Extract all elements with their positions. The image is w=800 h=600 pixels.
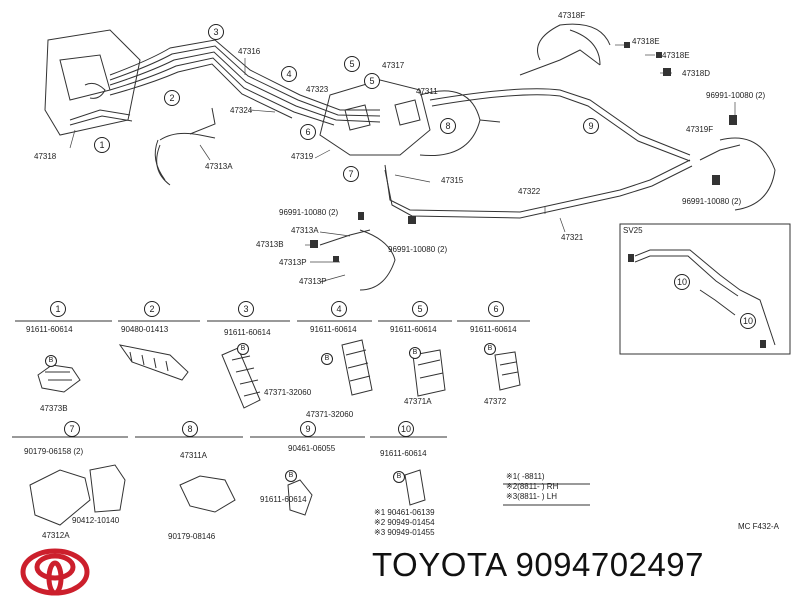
legend-line-3: ※3(8811- ) LH [506,492,558,501]
label-47317: 47317 [382,61,405,70]
part-47312A: 47312A [42,531,70,540]
part-47371-32060-b: 47371-32060 [306,410,354,419]
part-number-6: 91611-60614 [470,325,517,334]
note-3: ※3 90949-01455 [374,528,435,537]
diagram-code: MC F432-A [738,522,779,531]
b-mark-3: B [237,343,249,355]
part-number-3: 91611-60614 [224,328,271,337]
label-47322: 47322 [518,187,541,196]
part-number-2: 90480-01413 [121,325,169,334]
label-96991-center-top: 96991-10080 (2) [279,208,339,217]
label-47321: 47321 [561,233,584,242]
toyota-logo [20,548,90,596]
b-mark-6: B [484,343,496,355]
table-header-8: 8 [182,421,198,437]
label-47313P-a: 47313P [279,258,307,267]
table-header-7: 7 [64,421,80,437]
table-header-5: 5 [412,301,428,317]
b-mark-1: B [45,355,57,367]
label-47319: 47319 [291,152,314,161]
callout-7: 7 [343,166,359,182]
part-47373B: 47373B [40,404,68,413]
part-90179-08146: 90179-08146 [168,532,216,541]
label-47311: 47311 [416,87,438,96]
callout-5-b: 5 [364,73,380,89]
label-47318E-b: 47318E [662,51,690,60]
callout-8: 8 [440,118,456,134]
part-number-1: 91611-60614 [26,325,73,334]
callout-4: 4 [281,66,297,82]
part-91611-60614-row2: 91611-60614 [380,449,427,458]
callout-2: 2 [164,90,180,106]
inset-title: SV25 [623,226,643,235]
part-47372: 47372 [484,397,507,406]
callout-5-a: 5 [344,56,360,72]
b-mark-4: B [321,353,333,365]
inset-callout-10-b: 10 [740,313,756,329]
callout-3: 3 [208,24,224,40]
table-header-10: 10 [398,421,414,437]
note-2: ※2 90949-01454 [374,518,435,527]
note-1: ※1 90461-06139 [374,508,435,517]
b-mark-9: B [285,470,297,482]
label-47318F: 47318F [558,11,586,20]
callout-9: 9 [583,118,599,134]
part-number-5: 91611-60614 [390,325,437,334]
label-47315: 47315 [441,176,464,185]
label-47318D: 47318D [682,69,711,78]
label-47319F: 47319F [686,125,714,134]
table-header-1: 1 [50,301,66,317]
label-47313A-top: 47313A [205,162,233,171]
callout-6: 6 [300,124,316,140]
table-header-9: 9 [300,421,316,437]
legend-line-1: ※1( -8811) [506,472,545,481]
part-90461-06055: 90461-06055 [288,444,336,453]
table-header-6: 6 [488,301,504,317]
label-47324: 47324 [230,106,253,115]
label-47318: 47318 [34,152,57,161]
callout-1: 1 [94,137,110,153]
label-47316: 47316 [238,47,261,56]
part-47311A: 47311A [180,451,207,460]
brand-part-number: TOYOTA 9094702497 [372,546,705,583]
part-number-4: 91611-60614 [310,325,357,334]
part-47371A: 47371A [404,397,432,406]
part-47371-32060-a: 47371-32060 [264,388,312,397]
part-90179-06158: 90179-06158 (2) [24,447,84,456]
table-header-2: 2 [144,301,160,317]
b-mark-5: B [409,347,421,359]
label-96991-right-bottom: 96991-10080 (2) [682,197,742,206]
part-91611-60614-item9: 91611-60614 [260,495,307,504]
label-96991-center-bottom: 96991-10080 (2) [388,245,448,254]
label-47323: 47323 [306,85,329,94]
master-cylinder-outline [44,29,141,136]
part-90412-10140: 90412-10140 [72,516,120,525]
b-mark-10: B [393,471,405,483]
label-96991-right-top: 96991-10080 (2) [706,91,766,100]
label-47313B: 47313B [256,240,284,249]
label-47318E-a: 47318E [632,37,660,46]
label-47313A-bottom: 47313A [291,226,319,235]
legend-line-2: ※2(8811- ) RH [506,482,559,491]
table-header-4: 4 [331,301,347,317]
label-47313P-b: 47313P [299,277,327,286]
inset-callout-10-a: 10 [674,274,690,290]
table-header-3: 3 [238,301,254,317]
